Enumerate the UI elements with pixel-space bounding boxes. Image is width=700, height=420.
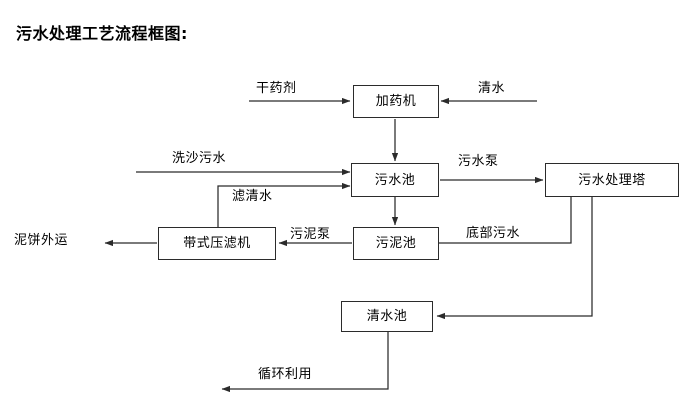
edge-label-recycle-reuse: 循环利用 [258,367,313,382]
node-label: 污水池 [374,172,416,188]
terminal-sand-wash-sewage: 洗沙污水 [172,151,227,166]
node-label: 污泥池 [375,236,417,251]
page-title: 污水处理工艺流程框图: [16,24,188,43]
node-sludge-pool[interactable]: 污泥池 [353,227,439,260]
terminal-dry-agent: 干药剂 [256,81,297,96]
node-dosing-machine[interactable]: 加药机 [353,85,439,118]
node-clean-water-pool[interactable]: 清水池 [341,301,433,332]
node-belt-filter-press[interactable]: 带式压滤机 [158,227,276,260]
node-treatment-tower[interactable]: 污水处理塔 [545,163,679,197]
edge-label-sewage-pump: 污水泵 [458,154,499,169]
terminal-mud-cake-out: 泥饼外运 [14,233,69,248]
node-label: 清水池 [366,309,408,324]
node-label: 污水处理塔 [578,172,646,188]
edge-label-bottom-sewage: 底部污水 [466,226,521,241]
edge-label-filtered-clear-water: 滤清水 [232,189,273,204]
edge-filtrate-to-sewage-pool [217,182,351,228]
terminal-clean-water-input: 清水 [478,81,506,96]
node-label: 带式压滤机 [183,236,251,251]
edge-tower-to-clean-water-pool [436,196,593,320]
edge-label-sludge-pump: 污泥泵 [290,227,331,242]
node-sewage-pool[interactable]: 污水池 [351,163,439,197]
edge-clean-water-pool-to-reuse [221,332,389,393]
node-label: 加药机 [375,94,417,109]
